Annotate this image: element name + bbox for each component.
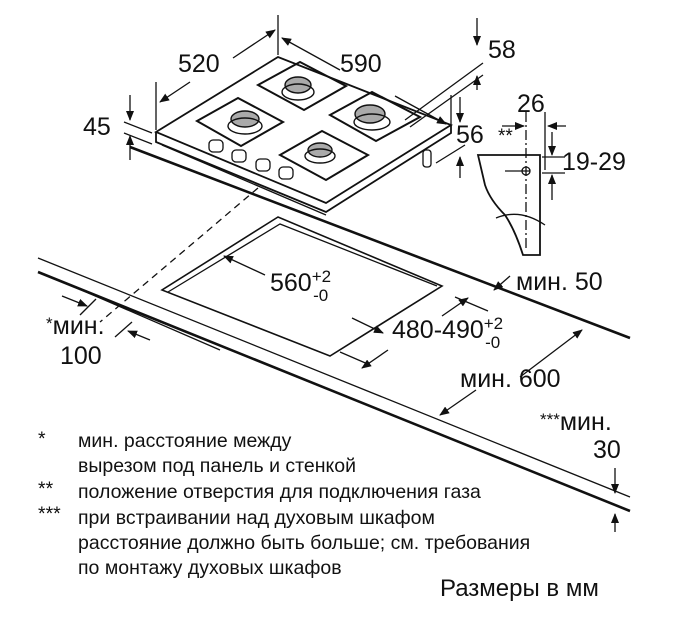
footnote-text: при встраивании над духовым шкафом [78, 507, 435, 529]
min-side-label: мин. [52, 312, 105, 340]
dim-hob-height-front: 56 [456, 121, 484, 149]
hob-body-edge [155, 125, 452, 214]
dim-hob-width: 590 [340, 50, 382, 78]
dim-hob-height-back: 58 [488, 36, 516, 64]
footnote-mark: ** [38, 478, 54, 500]
countertop-back-edge [129, 145, 631, 340]
countertop-front-edge [37, 270, 631, 513]
cutout-depth-tol-plus: +2 [483, 314, 504, 333]
dim-gas-offset: 26 [517, 90, 545, 118]
dim-hob-depth: 520 [178, 50, 220, 78]
dim-cutout-depth: 480-490+2-0 [392, 315, 503, 351]
cutout-width-tol-plus: +2 [311, 267, 332, 286]
gas-bracket [476, 154, 541, 256]
min-oven-label: мин. [559, 408, 612, 436]
footnote-text: мин. расстояние между [78, 430, 292, 452]
units-caption: Размеры в мм [440, 575, 599, 602]
cutout-width-tol-minus: -0 [313, 286, 329, 305]
min-side-mark: * [46, 314, 53, 333]
dim-min-oven: ***мин. [540, 410, 612, 435]
footnote-text: расстояние должно быть больше; см. требо… [78, 532, 531, 554]
dim-min-side: *мин. [46, 314, 105, 339]
footnote-text: по монтажу духовых шкафов [78, 557, 342, 579]
dim-min-oven-value: 30 [593, 436, 621, 464]
footnote-mark: * [38, 428, 46, 450]
cutout-depth-tol-minus: -0 [485, 333, 501, 352]
min-oven-mark: *** [540, 410, 560, 429]
cutout-depth-value: 480-490 [392, 316, 484, 344]
burners [227, 76, 391, 164]
dim-min-back: мин. 50 [516, 268, 603, 296]
burner-grates [194, 60, 423, 182]
cutout-width-value: 560 [270, 269, 312, 297]
footnote-mark: *** [38, 503, 61, 525]
dim-min-side-value: 100 [60, 342, 102, 370]
projection-dashed-line [99, 187, 259, 323]
countertop-front-edge-top [37, 257, 631, 498]
cutout-inner-edge [167, 223, 438, 293]
countertop-side-line [69, 284, 221, 351]
control-knobs [208, 139, 432, 180]
footnote-text: вырезом под панель и стенкой [78, 455, 356, 477]
dim-min-depth: мин. 600 [460, 365, 561, 393]
cutout-outline [160, 216, 444, 357]
footnote-text: положение отверстия для подключения газа [78, 481, 481, 503]
dim-gas-height: 19-29 [562, 148, 626, 176]
dim-hob-thickness: 45 [83, 113, 111, 141]
dim-cutout-width: 560+2-0 [270, 268, 331, 304]
gas-position-marker: ** [498, 126, 513, 147]
